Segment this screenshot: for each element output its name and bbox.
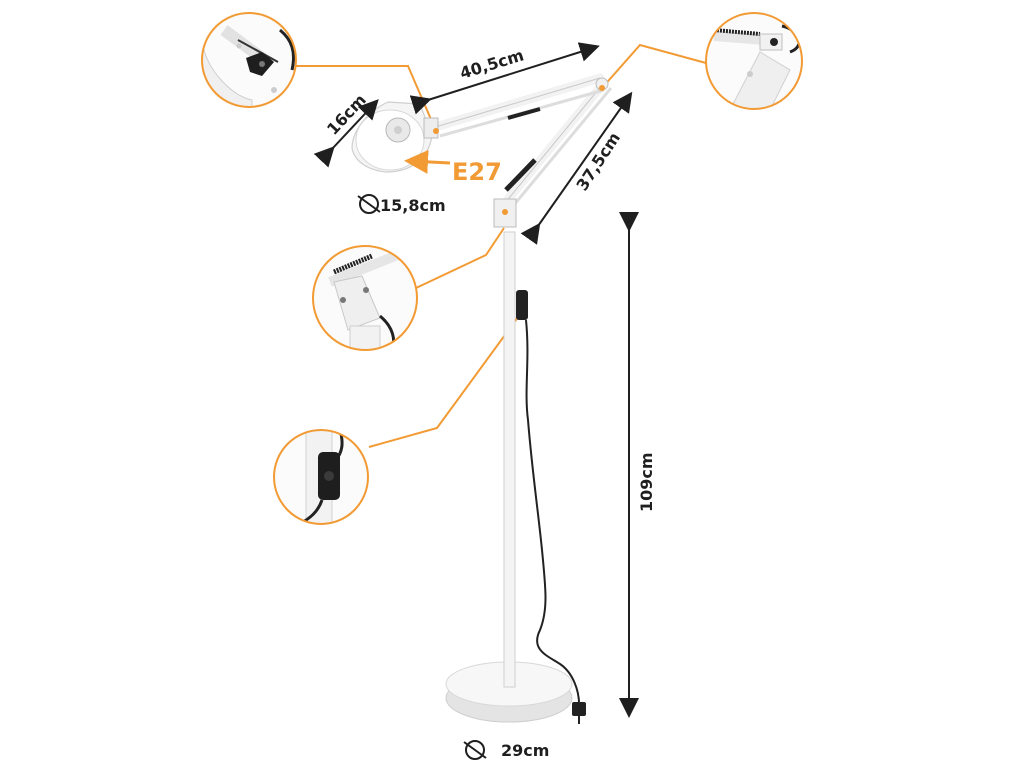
arm-upper-dimension-arrow xyxy=(409,42,600,115)
power-cord xyxy=(525,319,581,709)
base-diameter-icon xyxy=(463,740,487,760)
spring-detail-icon xyxy=(706,13,802,109)
leader-line-switch xyxy=(368,312,522,448)
callout-shade-joint xyxy=(201,12,297,108)
arm-lower-dimension-arrow xyxy=(520,91,633,245)
base-diameter-label: 29cm xyxy=(501,741,549,760)
leader-line-spring-top xyxy=(601,43,707,89)
height-label: 109cm xyxy=(637,452,656,512)
upper-arm-spring xyxy=(507,107,541,120)
dimension-lines xyxy=(313,42,639,718)
leader-line-elbow-joint xyxy=(415,227,505,289)
arm-upper-label: 40,5cm xyxy=(458,45,526,82)
shade-diameter-icon xyxy=(357,194,381,214)
cord-switch-detail-icon xyxy=(274,430,368,524)
callout-switch xyxy=(273,429,369,525)
shade-joint-detail-icon xyxy=(202,13,296,107)
shade-joint xyxy=(423,117,439,139)
shade-joint-marker xyxy=(433,128,439,134)
plug xyxy=(572,702,586,716)
socket-type-label: E27 xyxy=(452,158,502,186)
callout-elbow-joint xyxy=(312,245,418,351)
elbow-joint-marker xyxy=(502,209,508,215)
lamp-pole xyxy=(503,231,516,688)
shade-height-dimension-arrow xyxy=(313,99,379,168)
elbow-joint-detail-icon xyxy=(313,246,417,350)
callout-spring-top xyxy=(705,12,803,110)
shade-diameter-label: 15,8cm xyxy=(380,196,446,215)
cord-switch xyxy=(516,290,528,320)
top-hinge-marker xyxy=(599,85,605,91)
e27-arrow xyxy=(404,149,451,174)
